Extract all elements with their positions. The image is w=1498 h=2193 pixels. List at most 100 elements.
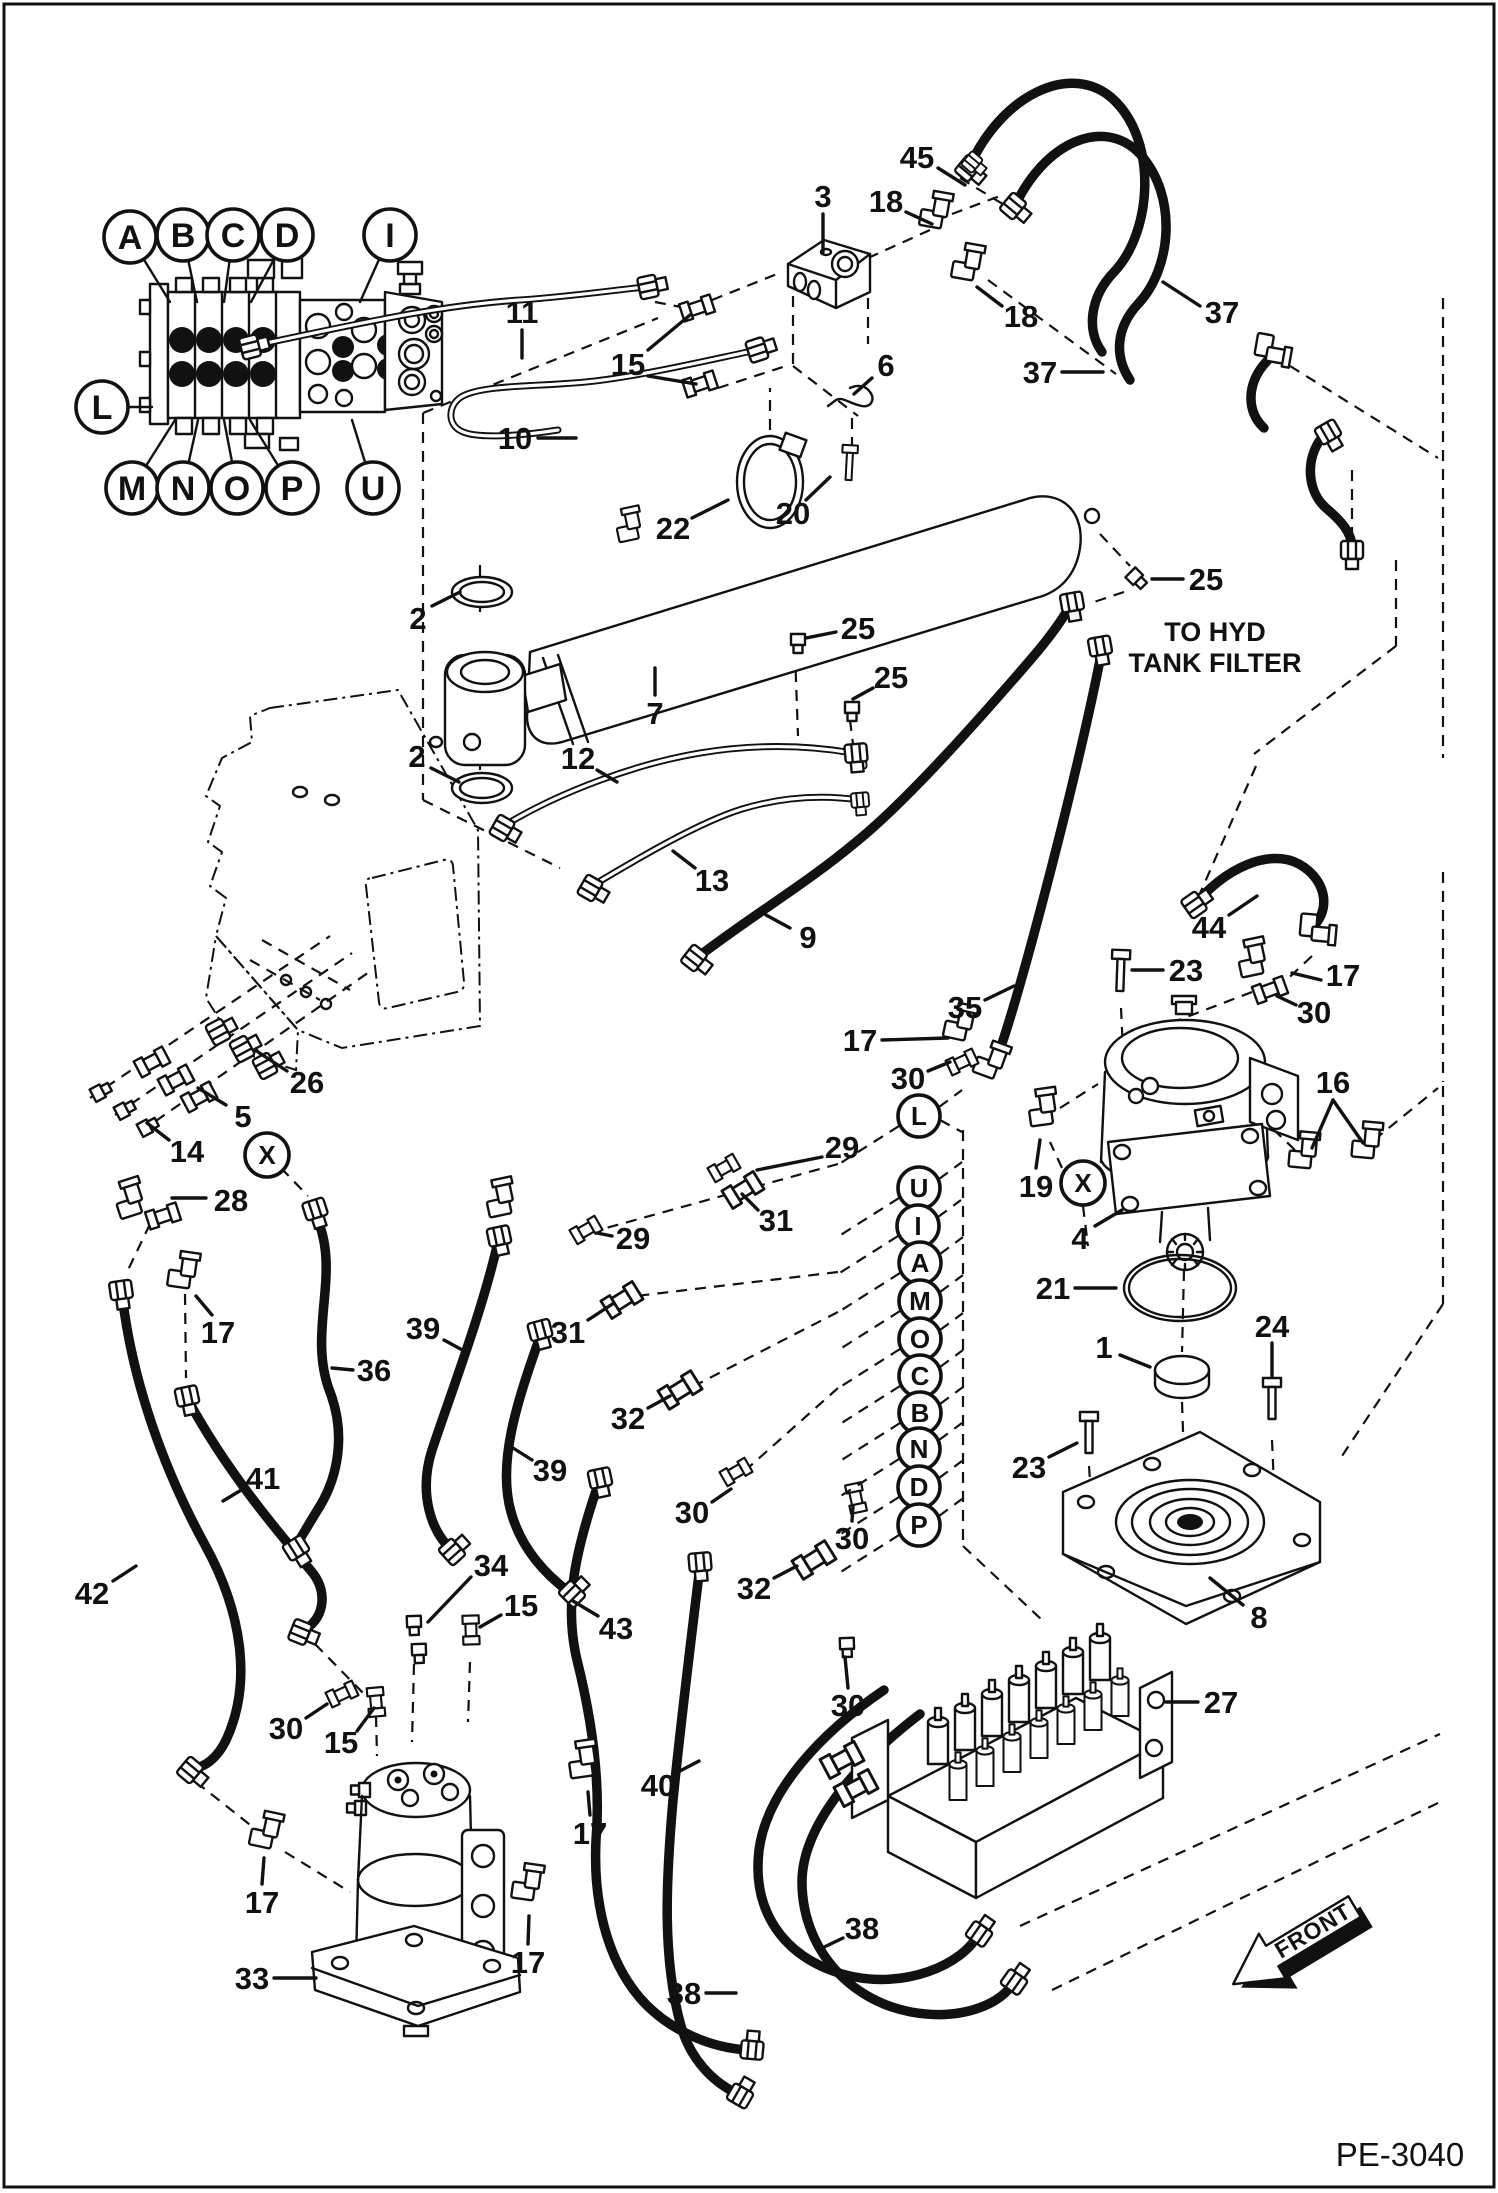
hoses <box>117 78 1357 2099</box>
column-port-dash-right-A <box>939 1236 964 1255</box>
column-port-dash-left-C <box>839 1385 901 1425</box>
inset-port-leader-I <box>358 257 381 304</box>
callout-leader-15 <box>646 374 698 386</box>
callout-9-20: 9 <box>799 920 816 955</box>
callout-leader-15 <box>355 1706 376 1733</box>
motor-mount-cover <box>1061 1430 1322 1626</box>
callout-leader-20 <box>804 475 832 502</box>
swivel-joint <box>310 1761 522 2038</box>
callout-30-53: 30 <box>269 1711 303 1746</box>
inset-port-leader-O <box>222 418 234 464</box>
inset-port-label-O: O <box>224 470 250 508</box>
column-port-dash-right-O <box>939 1312 964 1331</box>
inset-port-label-B: B <box>171 217 196 255</box>
callout-leader-8 <box>1208 1576 1245 1607</box>
callout-39-45: 39 <box>406 1311 440 1346</box>
callout-leader-15 <box>646 313 692 352</box>
column-port-label-M: M <box>909 1286 931 1316</box>
column-port-dash-left-M <box>839 1310 901 1350</box>
callout-15-56: 15 <box>324 1725 358 1760</box>
callout-leader-32 <box>646 1394 672 1410</box>
inset-port-leader-A <box>142 257 172 304</box>
callout-30-52: 30 <box>831 1688 865 1723</box>
callout-leader-38 <box>816 1936 845 1952</box>
steel-tubes <box>237 271 872 909</box>
callout-12-18: 12 <box>561 741 595 776</box>
callout-leader-30 <box>710 1487 733 1504</box>
callout-5-38: 5 <box>234 1099 251 1134</box>
boom-cylinder <box>443 495 1101 805</box>
inset-port-leader-D <box>249 256 276 304</box>
callout-19-29: 19 <box>1019 1169 1053 1204</box>
column-port-label-P: P <box>910 1510 927 1540</box>
callout-leader-35 <box>983 984 1016 1002</box>
callout-leader-39 <box>442 1338 468 1354</box>
column-port-dash-right-B <box>939 1386 964 1405</box>
callout-17-63: 17 <box>511 1945 545 1980</box>
column-port-circle-L <box>896 1093 942 1139</box>
callout-leader-43 <box>571 1599 600 1618</box>
column-port-dash-left-L <box>838 1125 900 1165</box>
column-port-dash-right-L <box>938 1089 963 1108</box>
callout-leader-30 <box>926 1060 952 1073</box>
x-marker-circle-0 <box>243 1131 291 1179</box>
callout-30-25: 30 <box>1297 995 1331 1030</box>
column-port-dash-left-B <box>839 1422 901 1462</box>
callout-32-48: 32 <box>611 1401 645 1436</box>
inset-port-circle-U <box>345 460 401 516</box>
main-control-valve <box>818 1622 1174 1900</box>
column-port-label-L: L <box>911 1101 927 1131</box>
inset-port-label-P: P <box>281 470 304 508</box>
inset-port-leader-P <box>248 418 280 468</box>
callout-leader-30 <box>843 1655 850 1690</box>
callout-29-42: 29 <box>825 1130 859 1165</box>
callout-leader-17 <box>526 1914 531 1946</box>
pilot-valve <box>786 238 872 310</box>
callout-17-26: 17 <box>843 1023 877 1058</box>
callout-leader-40 <box>676 1759 701 1774</box>
inset-port-leader-M <box>144 418 177 468</box>
column-port-dash-right-D <box>938 1460 963 1479</box>
column-port-dash-left-O <box>839 1348 901 1388</box>
column-port-label-I: I <box>914 1211 921 1241</box>
x-marker-label-0: X <box>258 1140 276 1170</box>
column-port-dash-left-U <box>838 1197 900 1237</box>
callout-37-5: 37 <box>1023 355 1057 390</box>
x-marker-circle-1 <box>1059 1159 1107 1207</box>
column-port-dash-right-M <box>939 1274 964 1293</box>
callout-38-67: 38 <box>667 1976 701 2011</box>
callout-leader-36 <box>330 1366 355 1372</box>
callout-leader-17 <box>194 1294 214 1317</box>
callout-leader-31 <box>586 1301 616 1322</box>
control-valve-inset <box>138 252 444 452</box>
callout-leader-30 <box>1275 994 1298 1007</box>
callout-leader-30 <box>304 1702 329 1720</box>
callout-leader-29 <box>755 1155 824 1172</box>
frame-plate <box>204 688 482 1072</box>
callout-leader-18 <box>904 210 934 226</box>
callout-29-41: 29 <box>616 1221 650 1256</box>
callout-11-6: 11 <box>506 295 539 330</box>
inset-port-circle-I <box>362 207 418 263</box>
inset-port-label-C: C <box>221 217 246 255</box>
callout-leader-25 <box>851 686 875 701</box>
swing-motor <box>1099 994 1300 1272</box>
callout-10-9: 10 <box>498 421 532 456</box>
column-port-dash-left-A <box>839 1272 901 1312</box>
callout-17-62: 17 <box>245 1885 279 1920</box>
column-port-circle-P <box>896 1502 942 1548</box>
callout-41-57: 41 <box>246 1461 280 1496</box>
callout-leader-16 <box>1310 1098 1335 1150</box>
figure-code: PE-3040 <box>1336 2136 1464 2173</box>
callout-31-44: 31 <box>551 1315 585 1350</box>
callout-25-14: 25 <box>1189 562 1223 597</box>
callout-leader-17 <box>260 1856 266 1886</box>
callout-leader-19 <box>1034 1138 1042 1170</box>
callout-17-64: 17 <box>201 1315 235 1350</box>
callout-25-16: 25 <box>874 660 908 695</box>
callout-4-30: 4 <box>1071 1221 1089 1256</box>
